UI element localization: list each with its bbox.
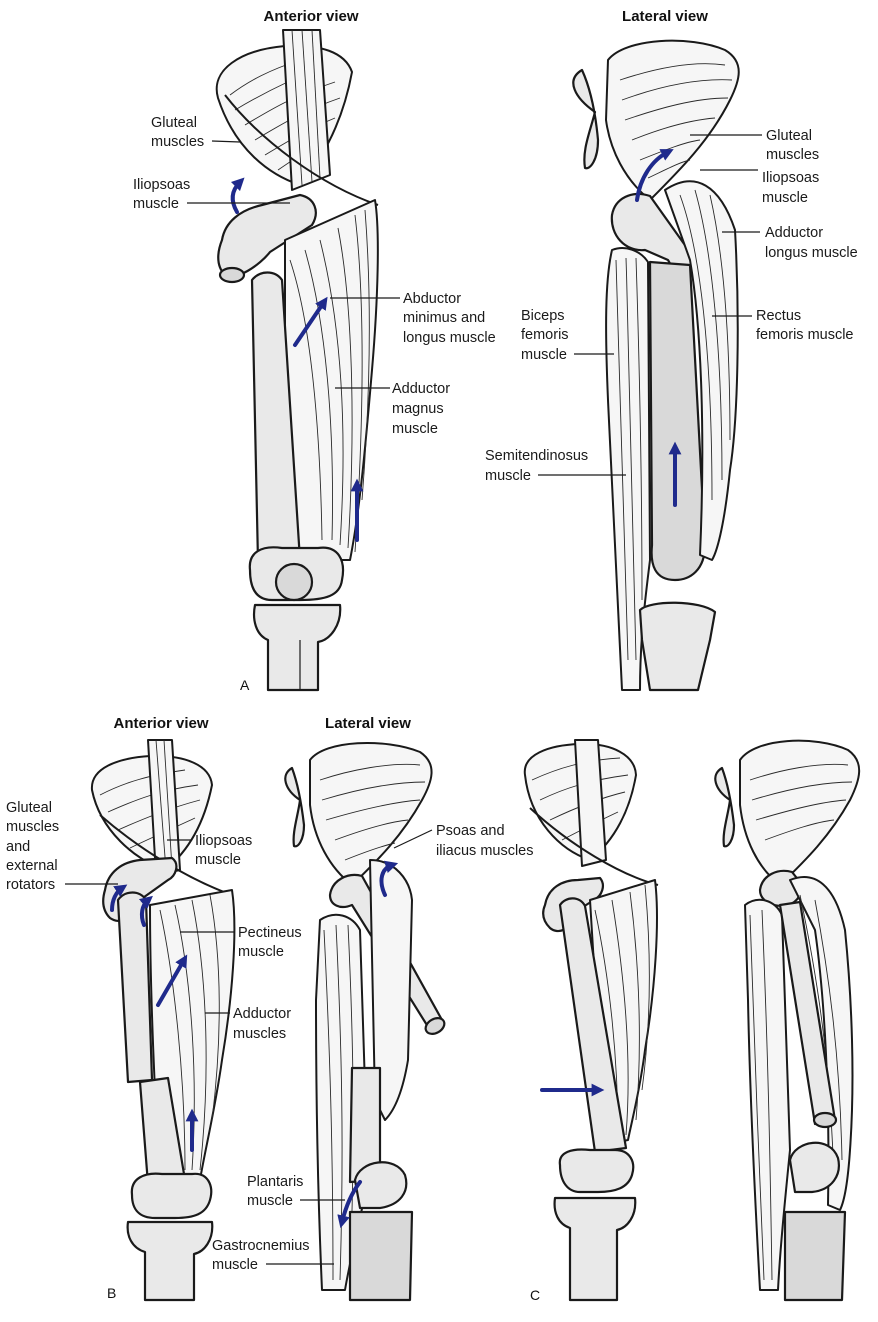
panel-letter-c: C xyxy=(530,1287,540,1303)
label-a-lat-semi-2: muscle xyxy=(485,468,531,484)
label-b-ant-gluteal-2: muscles xyxy=(6,819,59,835)
panel-b-anterior-illustration xyxy=(90,739,236,1302)
heading-a-lateral: Lateral view xyxy=(622,8,708,25)
labels-b-anterior: Gluteal muscles and external rotators Il… xyxy=(6,800,302,1042)
arrow-b-iliopsoas xyxy=(138,895,153,927)
label-b-ant-gluteal-3: and xyxy=(6,839,30,855)
label-a-ant-gluteal-1: Gluteal xyxy=(151,115,197,131)
heading-b-lateral: Lateral view xyxy=(325,715,411,732)
label-a-lat-biceps-2: femoris xyxy=(521,327,569,343)
labels-a-anterior: Gluteal muscles Iliopsoas muscle Abducto… xyxy=(133,115,496,437)
leader-lines xyxy=(65,134,762,1265)
label-a-lat-gluteal-2: muscles xyxy=(766,147,819,163)
label-a-ant-abductor-3: longus muscle xyxy=(403,330,496,346)
label-b-ant-adductor-2: muscles xyxy=(233,1026,286,1042)
labels-a-lateral: Gluteal muscles Iliopsoas muscle Adducto… xyxy=(485,128,858,484)
label-a-lat-rectus-2: femoris muscle xyxy=(756,327,854,343)
panel-a-lateral-illustration xyxy=(572,39,740,692)
arrow-b-pectineus xyxy=(156,954,188,1007)
arrow-a-abductor xyxy=(293,296,328,347)
label-a-ant-magnus-3: muscle xyxy=(392,421,438,437)
label-a-lat-rectus-1: Rectus xyxy=(756,308,801,324)
label-b-ant-gluteal-5: rotators xyxy=(6,877,55,893)
movement-arrows xyxy=(110,149,682,1229)
heading-a-anterior: Anterior view xyxy=(263,8,358,25)
label-a-lat-adductor-1: Adductor xyxy=(765,225,823,241)
label-a-ant-abductor-2: minimus and xyxy=(403,310,485,326)
panel-c-lateral-illustration xyxy=(714,739,861,1302)
label-a-ant-iliopsoas-1: Iliopsoas xyxy=(133,177,190,193)
panel-a-anterior-illustration xyxy=(215,29,379,692)
label-a-ant-magnus-2: magnus xyxy=(392,401,444,417)
label-b-lat-psoas-2: iliacus muscles xyxy=(436,843,534,859)
label-b-ant-gluteal-1: Gluteal xyxy=(6,800,52,816)
label-a-ant-abductor-1: Abductor xyxy=(403,291,461,307)
label-b-lat-gastro-1: Gastrocnemius xyxy=(212,1238,310,1254)
arrow-b-plantaris xyxy=(337,1180,362,1229)
label-b-lat-gastro-2: muscle xyxy=(212,1257,258,1273)
label-b-ant-gluteal-4: external xyxy=(6,858,58,874)
labels-b-lateral: Psoas and iliacus muscles Plantaris musc… xyxy=(212,823,534,1273)
label-b-ant-iliopsoas-2: muscle xyxy=(195,852,241,868)
panel-b-lateral-illustration xyxy=(284,741,446,1302)
arrow-a-iliopsoas xyxy=(230,177,245,214)
panel-c-anterior-illustration xyxy=(523,739,659,1302)
label-a-lat-iliopsoas-1: Iliopsoas xyxy=(762,170,819,186)
label-b-ant-pectineus-1: Pectineus xyxy=(238,925,302,941)
label-a-lat-gluteal-1: Gluteal xyxy=(766,128,812,144)
label-b-ant-iliopsoas-1: Iliopsoas xyxy=(195,833,252,849)
arrow-b-gluteal xyxy=(110,884,128,912)
label-b-ant-pectineus-2: muscle xyxy=(238,944,284,960)
heading-b-anterior: Anterior view xyxy=(113,715,208,732)
label-a-lat-biceps-3: muscle xyxy=(521,347,567,363)
label-b-lat-psoas-1: Psoas and xyxy=(436,823,505,839)
label-a-lat-semi-1: Semitendinosus xyxy=(485,448,588,464)
label-a-ant-magnus-1: Adductor xyxy=(392,381,450,397)
arrow-a-lateral-gluteal xyxy=(635,149,674,202)
label-b-ant-adductor-1: Adductor xyxy=(233,1006,291,1022)
label-a-lat-iliopsoas-2: muscle xyxy=(762,190,808,206)
panel-letter-a: A xyxy=(240,677,250,693)
panel-letter-b: B xyxy=(107,1285,116,1301)
label-a-lat-biceps-1: Biceps xyxy=(521,308,565,324)
label-b-lat-plantaris-1: Plantaris xyxy=(247,1174,303,1190)
label-a-ant-gluteal-2: muscles xyxy=(151,134,204,150)
label-a-ant-iliopsoas-2: muscle xyxy=(133,196,179,212)
label-a-lat-adductor-2: longus muscle xyxy=(765,245,858,261)
label-b-lat-plantaris-2: muscle xyxy=(247,1193,293,1209)
arrow-b-psoas xyxy=(379,860,399,897)
